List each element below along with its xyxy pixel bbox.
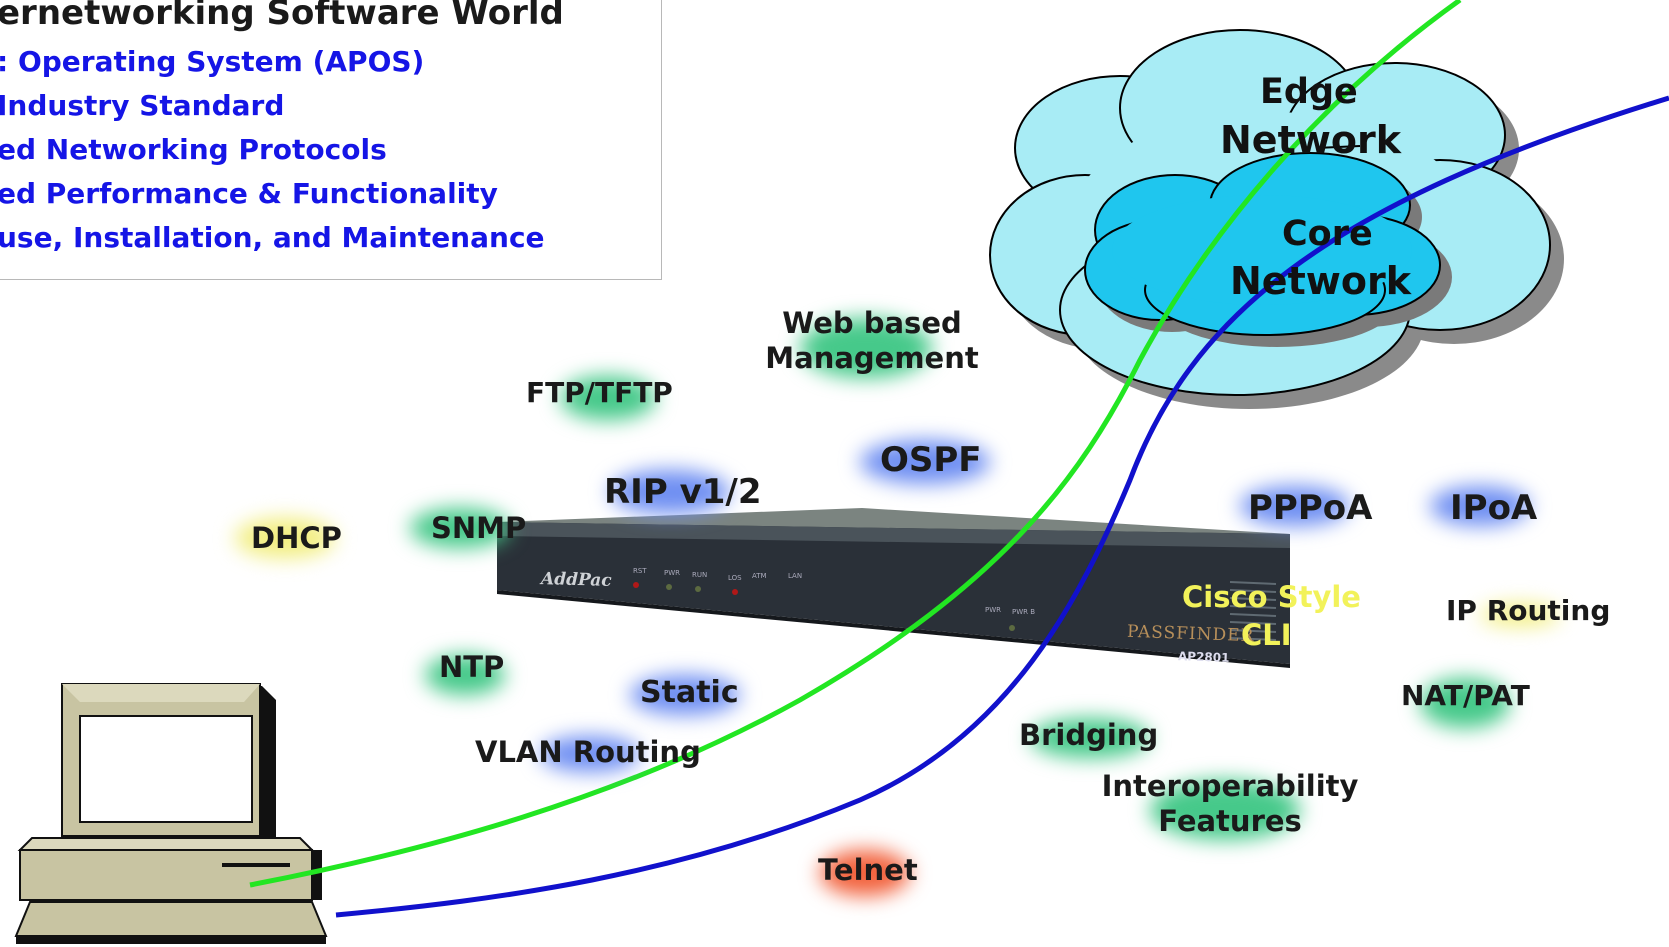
blue-connection-line <box>335 95 1669 918</box>
rip-glow <box>610 470 730 514</box>
feature-bridging: Bridging <box>1019 718 1159 752</box>
feature-interop-line1: Interoperability <box>1101 769 1359 803</box>
feature-ipoa: IPoA <box>1450 488 1538 528</box>
title-box: ernetworking Software World : Operating … <box>0 0 662 280</box>
device-brand: AddPac <box>540 569 612 591</box>
pppoa-glow <box>1240 486 1350 526</box>
vlan-glow <box>540 736 640 772</box>
svg-text:LOS: LOS <box>728 574 742 582</box>
feature-web-mgmt-line1: Web based <box>782 306 962 340</box>
ntp-glow <box>425 655 505 695</box>
feature-web-mgmt-line2: Management <box>765 341 979 376</box>
ftp-glow <box>560 376 656 420</box>
dhcp-glow <box>235 518 335 558</box>
feature-web-mgmt: Web based Management <box>752 306 992 377</box>
interop-glow <box>1150 780 1300 840</box>
core-label-line1: Core <box>1282 214 1373 254</box>
slide-title: ernetworking Software World <box>0 0 564 33</box>
feature-telnet: Telnet <box>818 853 918 887</box>
bullet-4: ed Performance & Functionality <box>0 177 498 210</box>
edge-label-line1: Edge <box>1260 72 1358 112</box>
bullet-3: ed Networking Protocols <box>0 133 387 166</box>
bridging-glow <box>1030 718 1150 758</box>
computer-icon <box>14 683 328 944</box>
ip-routing-glow <box>1480 604 1560 626</box>
feature-nat-pat: NAT/PAT <box>1401 679 1530 712</box>
feature-pppoa: PPPoA <box>1248 488 1373 528</box>
svg-text:PWR: PWR <box>664 569 680 577</box>
svg-text:PWR B: PWR B <box>1012 608 1035 616</box>
svg-text:PWR: PWR <box>985 606 1001 614</box>
cli-label-line2: CLI <box>1241 618 1292 652</box>
core-label-line2: Network <box>1230 259 1411 303</box>
edge-label-line2: Network <box>1220 118 1401 162</box>
router-device: RST PWR RUN LOS ATM LAN PWR PWR B <box>497 508 1290 668</box>
feature-interop-line2: Features <box>1158 804 1302 839</box>
green-connection-line <box>249 0 1462 888</box>
bullet-5: use, Installation, and Maintenance <box>0 221 545 254</box>
device-model: AP2801 <box>1177 649 1230 665</box>
feature-rip: RIP v1/2 <box>604 472 762 512</box>
snmp-glow <box>410 508 510 548</box>
svg-text:RUN: RUN <box>692 571 707 579</box>
feature-ntp: NTP <box>439 650 505 684</box>
feature-ftp-tftp: FTP/TFTP <box>526 376 673 409</box>
bullet-2: Industry Standard <box>0 89 285 122</box>
feature-dhcp: DHCP <box>251 521 342 555</box>
svg-text:RST: RST <box>633 567 647 575</box>
feature-static: Static <box>640 675 739 710</box>
bullet-1: : Operating System (APOS) <box>0 45 425 78</box>
ospf-glow <box>860 440 990 484</box>
telnet-glow <box>820 850 910 896</box>
svg-text:ATM: ATM <box>752 572 767 580</box>
svg-text:LAN: LAN <box>788 572 802 580</box>
web-mgmt-glow <box>800 318 932 378</box>
feature-ospf: OSPF <box>880 440 982 480</box>
feature-vlan-routing: VLAN Routing <box>475 735 701 769</box>
feature-snmp: SNMP <box>431 511 527 545</box>
feature-ip-routing: IP Routing <box>1446 594 1611 627</box>
nat-pat-glow <box>1420 678 1510 728</box>
ipoa-glow <box>1430 486 1530 526</box>
feature-interoperability: Interoperability Features <box>1100 769 1360 840</box>
static-glow <box>630 675 740 715</box>
cli-label-line1: Cisco Style <box>1182 580 1361 614</box>
